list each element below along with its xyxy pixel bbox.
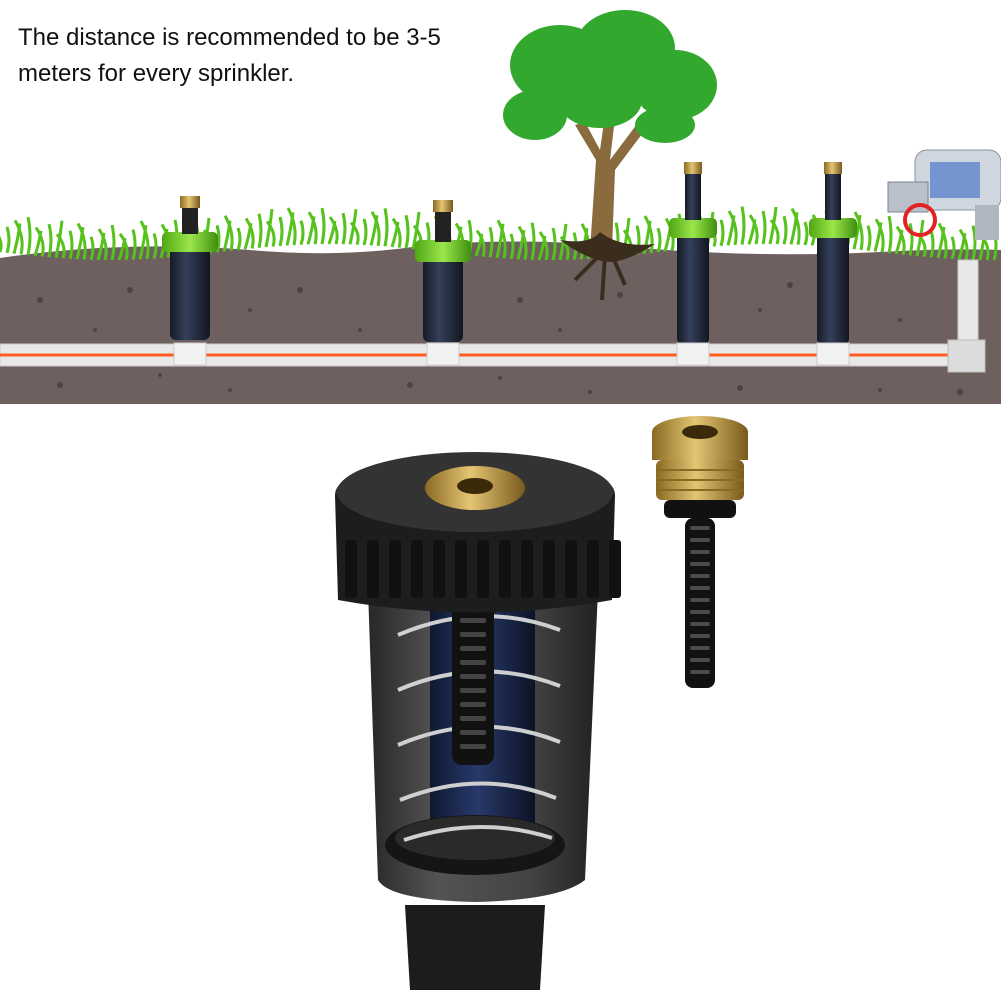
- water-pipe: [0, 259, 986, 373]
- soil-section: [0, 241, 1001, 404]
- water-pump: [887, 149, 1001, 240]
- nozzle-part: [652, 416, 748, 688]
- caption: The distance is recommended to be 3-5 me…: [18, 20, 488, 92]
- sprinkler-2: [415, 200, 471, 366]
- sprinkler-4: [809, 162, 857, 366]
- sprinkler-1: [162, 196, 218, 366]
- sprinkler-product: [335, 452, 621, 990]
- caption-line-2: meters for every sprinkler.: [18, 60, 295, 87]
- caption-line-1: The distance is recommended to be 3-5: [18, 24, 441, 51]
- sprinkler-3: [669, 162, 717, 366]
- tree: [503, 10, 717, 301]
